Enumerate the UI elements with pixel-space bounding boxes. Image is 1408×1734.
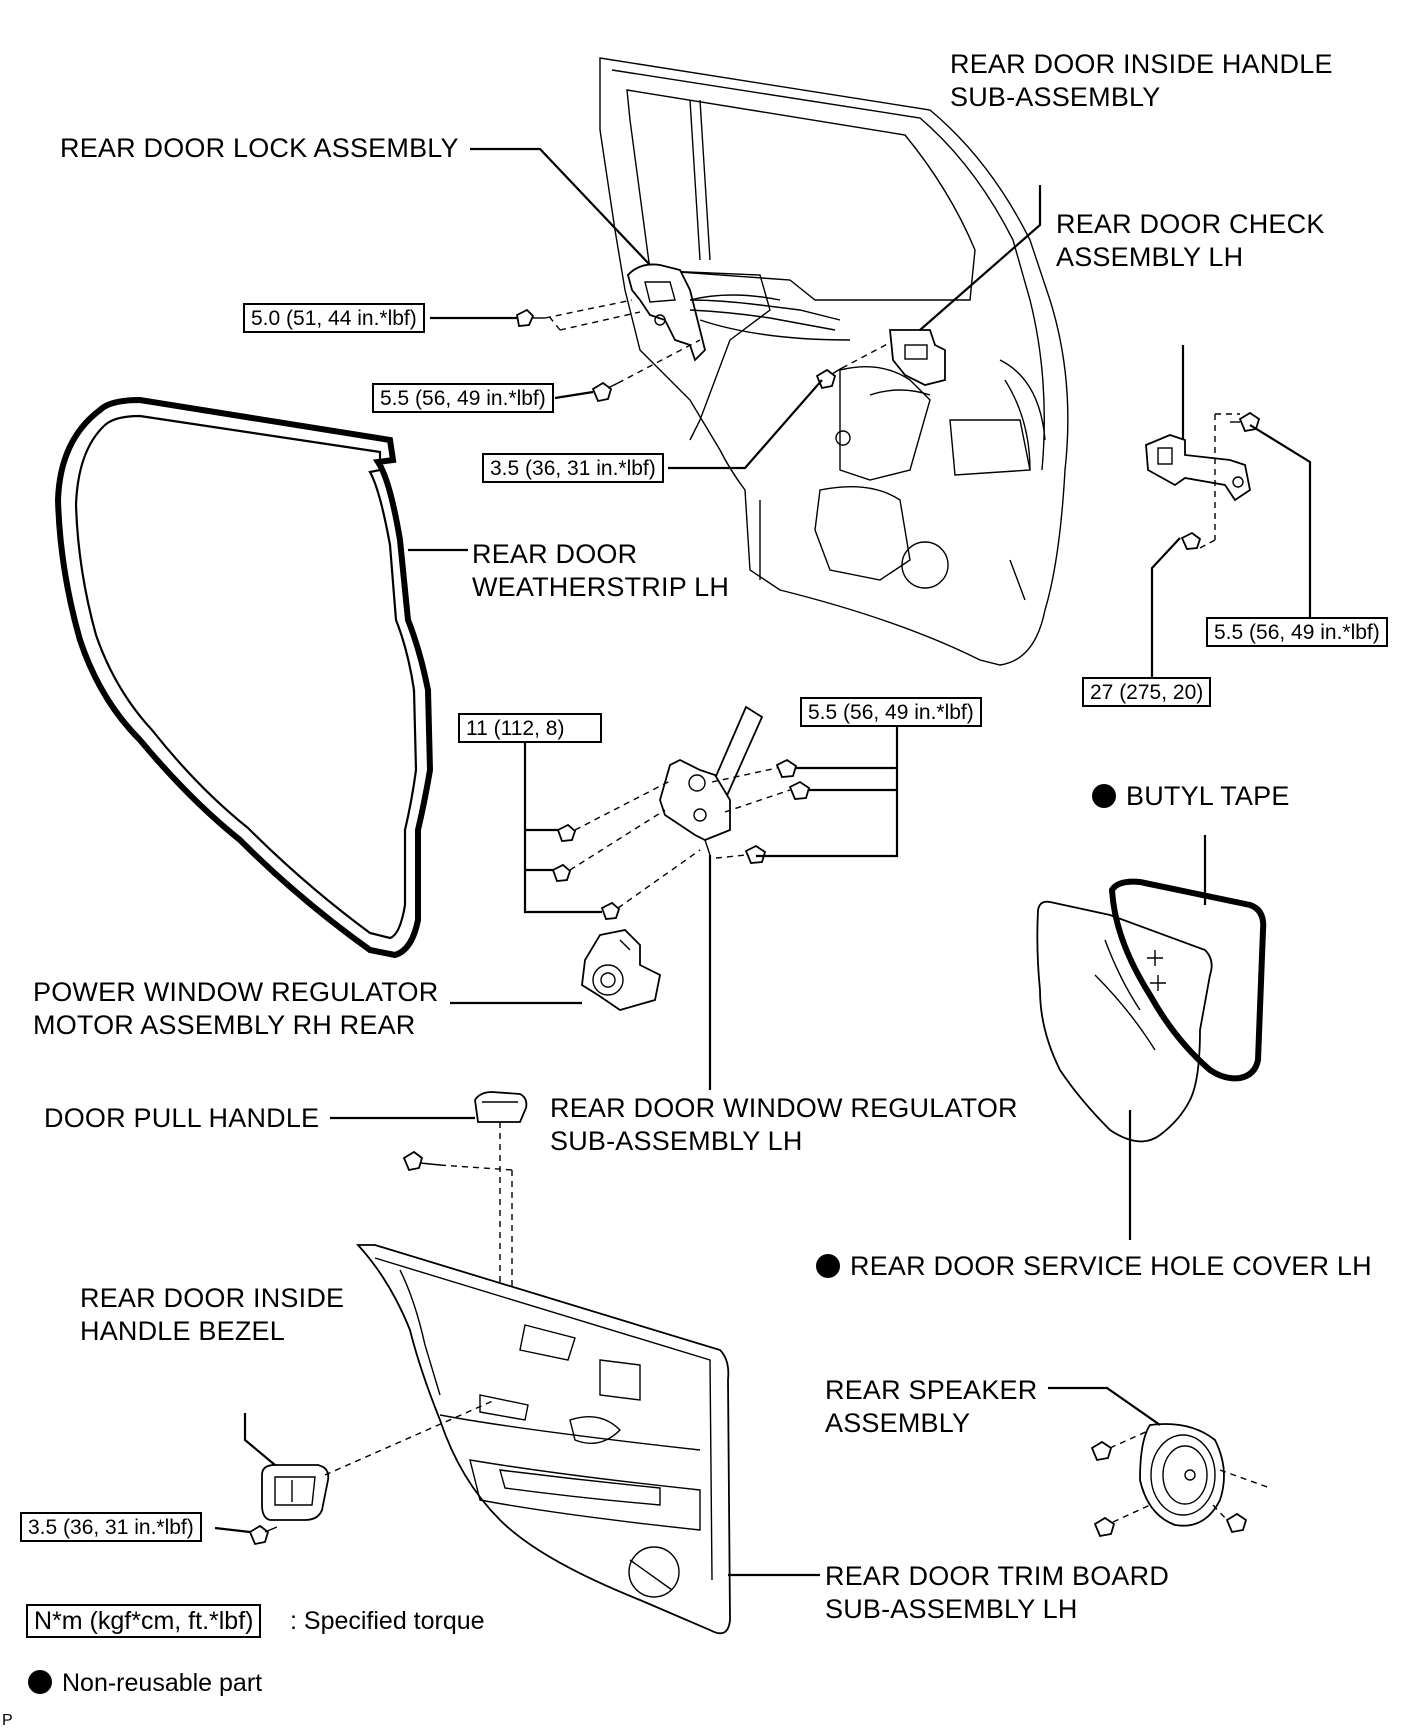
torque-lock-screw: 5.0 (51, 44 in.*lbf) xyxy=(243,303,425,333)
door-lock-assembly xyxy=(627,263,851,362)
label-trim-board-line1: REAR DOOR TRIM BOARD xyxy=(825,1561,1170,1591)
torque-regulator-bolts: 11 (112, 8) xyxy=(458,713,602,743)
label-regulator: REAR DOOR WINDOW REGULATOR SUB-ASSEMBLY … xyxy=(550,1092,1018,1158)
label-trim-board-line2: SUB-ASSEMBLY LH xyxy=(825,1594,1078,1624)
label-motor: POWER WINDOW REGULATOR MOTOR ASSEMBLY RH… xyxy=(33,976,438,1042)
label-check-assembly: REAR DOOR CHECK ASSEMBLY LH xyxy=(1056,208,1325,274)
butyl-tape xyxy=(1108,878,1267,1082)
label-service-hole-cover: REAR DOOR SERVICE HOLE COVER LH xyxy=(816,1250,1372,1283)
trim-board xyxy=(355,1244,731,1635)
label-trim-board: REAR DOOR TRIM BOARD SUB-ASSEMBLY LH xyxy=(825,1560,1169,1626)
service-hole-cover xyxy=(1036,900,1213,1143)
label-weatherstrip-line2: WEATHERSTRIP LH xyxy=(472,572,730,602)
leader-lines xyxy=(214,147,1312,1577)
lock-fasteners xyxy=(515,299,896,403)
weatherstrip xyxy=(54,396,434,959)
label-butyl-tape: BUTYL TAPE xyxy=(1092,780,1290,813)
legend-torque-desc: : Specified torque xyxy=(290,1607,485,1635)
label-lock-assembly: REAR DOOR LOCK ASSEMBLY xyxy=(60,133,459,163)
label-handle-bezel-line1: REAR DOOR INSIDE xyxy=(80,1283,345,1313)
non-reusable-marker-icon xyxy=(816,1254,840,1278)
rear-door-panel xyxy=(599,57,1069,666)
label-check-assembly-line1: REAR DOOR CHECK xyxy=(1056,209,1325,239)
label-inside-handle: REAR DOOR INSIDE HANDLE SUB-ASSEMBLY xyxy=(950,48,1333,114)
torque-check-bolt: 3.5 (36, 31 in.*lbf) xyxy=(482,453,664,483)
label-weatherstrip-line1: REAR DOOR xyxy=(472,539,638,569)
torque-hinge-bolt: 5.5 (56, 49 in.*lbf) xyxy=(1206,617,1388,647)
label-check-assembly-line2: ASSEMBLY LH xyxy=(1056,242,1244,272)
label-inside-handle-line2: SUB-ASSEMBLY xyxy=(950,82,1161,112)
torque-regulator-nuts: 5.5 (56, 49 in.*lbf) xyxy=(800,697,982,727)
torque-lock-bolt: 5.5 (56, 49 in.*lbf) xyxy=(372,383,554,413)
label-speaker-line1: REAR SPEAKER xyxy=(825,1375,1038,1405)
torque-hinge-nut: 27 (275, 20) xyxy=(1082,677,1212,707)
door-pull-handle xyxy=(402,1091,528,1400)
label-inside-handle-line1: REAR DOOR INSIDE HANDLE xyxy=(950,49,1333,79)
label-motor-line1: POWER WINDOW REGULATOR xyxy=(33,977,439,1007)
torque-bezel-screw: 3.5 (36, 31 in.*lbf) xyxy=(20,1512,202,1542)
label-speaker: REAR SPEAKER ASSEMBLY xyxy=(825,1374,1037,1440)
label-pull-handle: DOOR PULL HANDLE xyxy=(44,1103,320,1133)
label-motor-line2: MOTOR ASSEMBLY RH REAR xyxy=(33,1010,416,1040)
door-check-assembly xyxy=(889,329,946,386)
non-reusable-marker-icon xyxy=(1092,784,1116,808)
legend-non-reusable: Non-reusable part xyxy=(28,1666,262,1700)
label-regulator-line2: SUB-ASSEMBLY LH xyxy=(550,1126,803,1156)
corner-mark: P xyxy=(2,1712,13,1729)
handle-bezel xyxy=(248,1399,496,1546)
label-speaker-line2: ASSEMBLY xyxy=(825,1408,971,1438)
door-hinge xyxy=(1145,411,1261,550)
label-service-hole-cover-text: REAR DOOR SERVICE HOLE COVER LH xyxy=(850,1251,1372,1281)
regulator-motor xyxy=(581,929,662,1011)
legend-non-reusable-text: Non-reusable part xyxy=(62,1669,263,1697)
rear-speaker xyxy=(1090,1423,1271,1538)
label-regulator-line1: REAR DOOR WINDOW REGULATOR xyxy=(550,1093,1018,1123)
legend-torque-unit: N*m (kgf*cm, ft.*lbf) xyxy=(26,1604,262,1638)
label-handle-bezel-line2: HANDLE BEZEL xyxy=(80,1316,285,1346)
label-handle-bezel: REAR DOOR INSIDE HANDLE BEZEL xyxy=(80,1282,344,1348)
label-butyl-tape-text: BUTYL TAPE xyxy=(1126,781,1290,811)
regulator-fasteners xyxy=(551,758,811,920)
label-weatherstrip: REAR DOOR WEATHERSTRIP LH xyxy=(472,538,729,604)
window-regulator xyxy=(659,705,764,856)
non-reusable-marker-icon xyxy=(28,1670,52,1694)
